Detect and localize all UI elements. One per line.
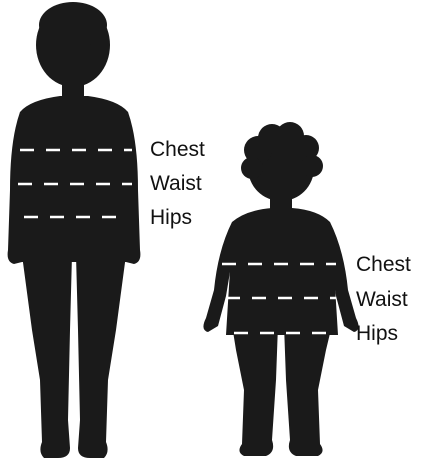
toddler-hips-label: Hips xyxy=(356,322,398,346)
toddler-silhouette xyxy=(203,122,358,456)
older-chest-label: Chest xyxy=(150,138,205,162)
older-waist-label: Waist xyxy=(150,172,202,196)
toddler-waist-label: Waist xyxy=(356,288,408,312)
older-child-silhouette xyxy=(8,2,141,458)
toddler-chest-label: Chest xyxy=(356,253,411,277)
older-hips-label: Hips xyxy=(150,206,192,230)
